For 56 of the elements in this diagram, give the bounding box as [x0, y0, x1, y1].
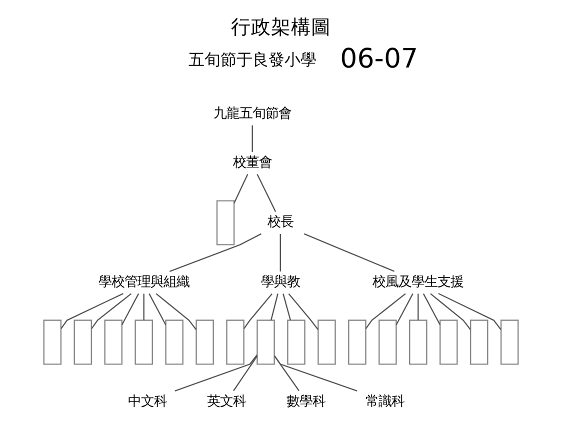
node-box — [500, 320, 519, 365]
node-box — [256, 320, 275, 365]
connector — [156, 293, 197, 330]
connector — [148, 293, 166, 326]
connector — [274, 355, 358, 392]
connector — [365, 293, 406, 330]
connector — [169, 233, 262, 272]
node-box — [470, 320, 488, 365]
connector — [430, 293, 471, 330]
node-box — [165, 320, 184, 365]
node-box — [378, 320, 397, 365]
node-text: 校董會 — [232, 155, 272, 170]
node-box — [196, 320, 214, 365]
connector — [252, 125, 253, 152]
connector — [418, 294, 419, 320]
node-text: 常識科 — [366, 394, 405, 410]
connector — [396, 293, 414, 326]
node-box — [409, 320, 428, 365]
connector — [288, 293, 319, 330]
node-box — [440, 320, 458, 365]
connector — [282, 294, 292, 320]
connector — [270, 294, 278, 320]
connector — [143, 294, 144, 320]
connector — [256, 174, 276, 212]
node-text: 校風及學生支援 — [372, 274, 464, 290]
node-box — [216, 200, 235, 246]
node-text: 九龍五旬節會 — [213, 106, 292, 122]
label: 五旬節于良發小學 — [188, 50, 316, 69]
node-box — [43, 320, 62, 365]
node-box — [318, 320, 336, 365]
node-text: 學校管理與組織 — [98, 274, 190, 290]
connector — [121, 293, 140, 326]
node-box — [226, 320, 244, 365]
connector — [60, 292, 124, 330]
connector — [243, 293, 273, 330]
node-box — [74, 320, 92, 365]
node-box — [134, 320, 153, 365]
connector — [280, 234, 281, 272]
diagram-title: 行政架構圖 — [231, 16, 331, 39]
connector — [233, 356, 258, 392]
connector — [304, 233, 395, 272]
node-box — [287, 320, 306, 365]
node-text: 中文科 — [128, 394, 168, 410]
node-box — [104, 320, 122, 365]
connector — [274, 356, 300, 392]
node-box — [348, 320, 366, 365]
node-text: 英文科 — [207, 394, 246, 410]
connector — [234, 174, 248, 204]
node-text: 數學科 — [286, 394, 326, 410]
label: 06-07 — [340, 43, 418, 74]
connector — [91, 293, 132, 330]
node-text: 學與教 — [260, 274, 300, 290]
connector — [174, 354, 258, 392]
node-text: 校長 — [267, 215, 294, 230]
connector — [422, 293, 441, 326]
connector — [438, 292, 502, 330]
